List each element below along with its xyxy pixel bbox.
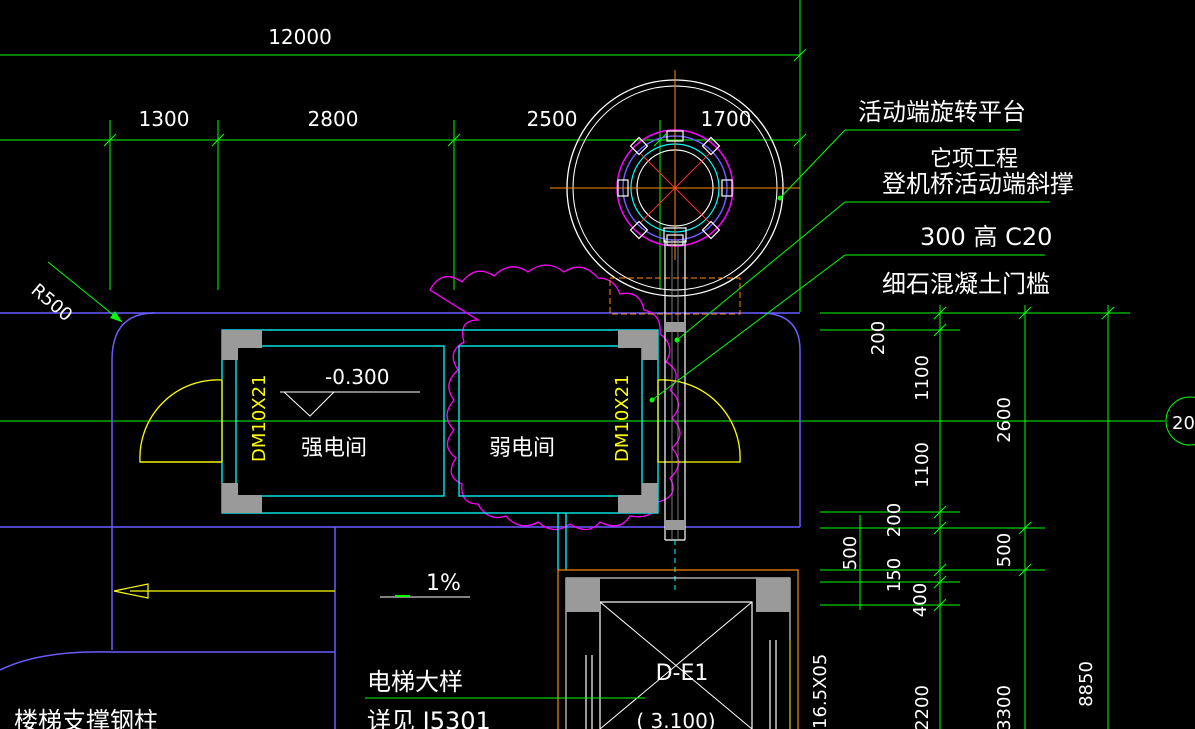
elevator-shaft (557, 569, 799, 729)
dim-seg1: 1300 (139, 107, 190, 131)
revision-cloud (429, 264, 681, 531)
elevator-ref-label: 详见 J5301 (367, 707, 491, 729)
brace-block-top (665, 322, 685, 332)
callout-bridge-brace: 登机桥活动端斜撑 (882, 170, 1074, 198)
dim-seg2: 2800 (308, 107, 359, 131)
dim-right-1100-a: 1100 (912, 355, 933, 401)
room-weak-label: 弱电间 (489, 436, 555, 461)
leader-dot-1 (777, 195, 783, 201)
platform-lugs (617, 130, 733, 246)
dim-right-2200: 2200 (912, 685, 933, 729)
door-left-tag: DM10X21 (249, 374, 270, 462)
callout-leaders (651, 129, 1050, 401)
radius-label: R500 (27, 280, 76, 326)
dim-right-500-b: 500 (994, 533, 1015, 567)
elevator-tag: D-E1 (656, 661, 709, 686)
dim-right-200-b: 200 (884, 503, 905, 537)
brace-block-bottom (665, 520, 685, 530)
slope-value: 1% (426, 571, 461, 596)
right-dimension-lines (820, 305, 1130, 729)
bridge-brace (664, 240, 686, 541)
building-outline (0, 312, 801, 729)
stair-steel-label: 楼梯支撑钢柱 (14, 707, 158, 729)
leader-dot-2 (674, 337, 680, 343)
grid-bubble-label: 204 (1172, 413, 1195, 434)
dim-right-200-top: 200 (868, 321, 889, 355)
grid-lines (0, 312, 1165, 528)
elevator-edge-dim: 16.5X05 (810, 654, 831, 729)
platform-base (609, 277, 741, 315)
level-value: -0.300 (325, 365, 389, 389)
radius-callout: R500 (27, 261, 123, 326)
dim-right-3300: 3300 (994, 685, 1015, 729)
callout-rotating-platform: 活动端旋转平台 (858, 98, 1026, 126)
callout-special-project: 它项工程 (930, 147, 1018, 172)
corner-columns (222, 330, 658, 513)
dim-seg3: 2500 (527, 107, 578, 131)
elevator-detail-label: 电梯大样 (367, 668, 463, 696)
dim-right-2600: 2600 (994, 397, 1015, 443)
dim-right-8850: 8850 (1076, 661, 1097, 707)
dim-right-150: 150 (884, 558, 905, 592)
level-mark (280, 391, 420, 417)
dim-right-500-a: 500 (840, 536, 861, 570)
rotating-platform (550, 70, 800, 297)
room-strong-label: 强电间 (301, 436, 367, 461)
door-swings (139, 379, 741, 463)
elevator-sub: ( 3.100) (636, 709, 715, 729)
slope-arrow (113, 583, 470, 599)
grid-bubble (1165, 396, 1195, 446)
callout-sill-height: 300 高 C20 (920, 223, 1052, 251)
room-walls (221, 329, 659, 570)
callout-sill-material: 细石混凝土门槛 (882, 270, 1050, 298)
elevator-columns (566, 578, 790, 612)
door-right-tag: DM10X21 (612, 374, 633, 462)
dim-right-1100-b: 1100 (912, 442, 933, 488)
dim-seg4: 1700 (701, 107, 752, 131)
leader-dot-3 (649, 397, 655, 403)
dim-right-400: 400 (910, 583, 931, 617)
dim-overall: 12000 (268, 25, 332, 49)
